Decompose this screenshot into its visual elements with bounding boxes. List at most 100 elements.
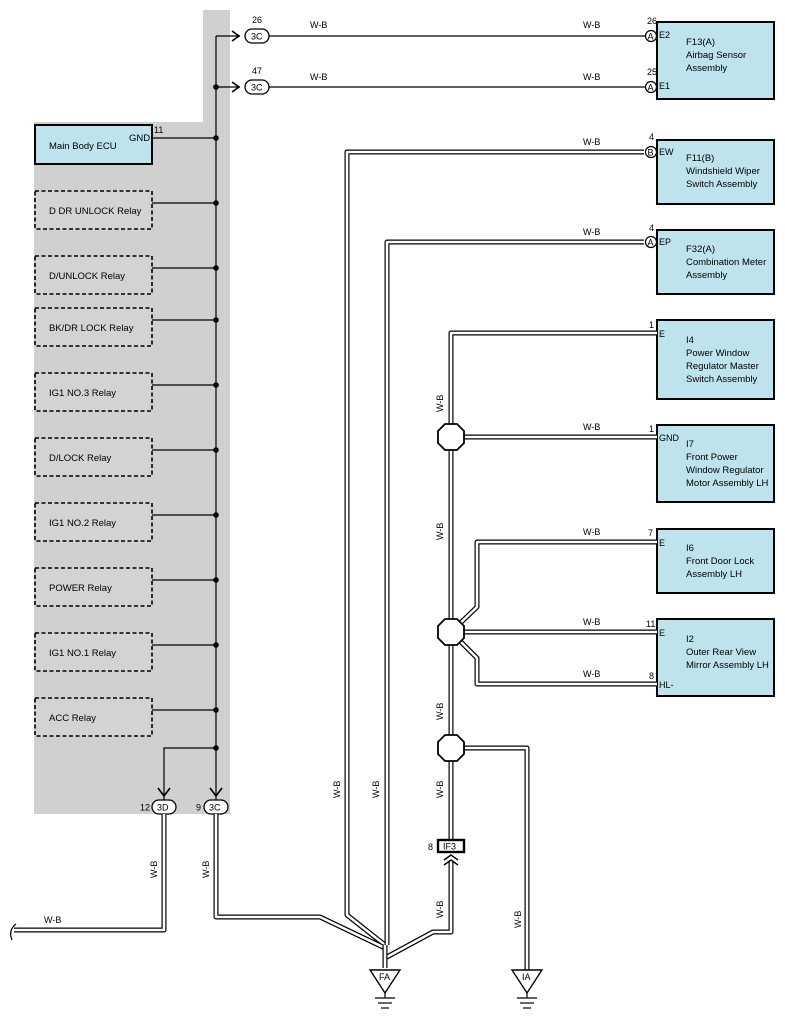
- component-i4: I4 Power Window Regulator Master Switch …: [656, 319, 775, 400]
- svg-text:Assembly: Assembly: [686, 63, 727, 74]
- svg-text:F13(A): F13(A): [686, 37, 715, 48]
- svg-text:W-B: W-B: [310, 72, 327, 82]
- splice-dots: [213, 84, 219, 751]
- svg-text:W-B: W-B: [435, 523, 445, 540]
- svg-text:W-B: W-B: [201, 861, 211, 878]
- svg-text:E: E: [659, 329, 665, 339]
- svg-text:Assembly LH: Assembly LH: [686, 569, 742, 580]
- svg-text:W-B: W-B: [371, 781, 381, 798]
- svg-text:I6: I6: [686, 543, 694, 554]
- svg-text:W-B: W-B: [583, 617, 600, 627]
- relay-label: BK/DR LOCK Relay: [49, 323, 134, 334]
- svg-text:Switch Assembly: Switch Assembly: [686, 179, 758, 190]
- svg-text:W-B: W-B: [435, 901, 445, 918]
- panel-wire-3d: [163, 747, 216, 800]
- svg-text:IF3: IF3: [443, 842, 456, 852]
- svg-text:W-B: W-B: [435, 395, 445, 412]
- svg-text:E2: E2: [659, 30, 670, 40]
- svg-text:3D: 3D: [157, 803, 169, 813]
- relay-box: ACC Relay: [34, 697, 153, 737]
- svg-text:Windshield Wiper: Windshield Wiper: [686, 166, 760, 177]
- svg-text:Assembly: Assembly: [686, 270, 727, 281]
- svg-text:W-B: W-B: [435, 781, 445, 798]
- svg-text:1: 1: [649, 320, 654, 330]
- svg-text:W-B: W-B: [583, 20, 600, 30]
- component-i2: I2 Outer Rear View Mirror Assembly LH: [656, 618, 775, 697]
- relay-box: D/LOCK Relay: [34, 437, 153, 477]
- component-i6: I6 Front Door Lock Assembly LH: [656, 528, 775, 594]
- wire-break-mark: [10, 923, 17, 941]
- svg-text:I2: I2: [686, 634, 694, 645]
- splice-octagon: [437, 618, 465, 646]
- connector-if3: IF3 8: [428, 838, 466, 866]
- main-body-ecu: Main Body ECU GND 11: [34, 124, 163, 165]
- svg-text:W-B: W-B: [583, 422, 600, 432]
- pin-connector-a: A: [644, 235, 658, 249]
- svg-text:A: A: [648, 31, 654, 41]
- connector-3c-47: 3C 47: [231, 66, 270, 95]
- svg-text:8: 8: [649, 671, 654, 681]
- svg-text:W-B: W-B: [44, 915, 61, 925]
- svg-text:4: 4: [649, 223, 654, 233]
- svg-text:I4: I4: [686, 335, 694, 346]
- component-f11b: F11(B) Windshield Wiper Switch Assembly: [656, 139, 775, 205]
- svg-text:W-B: W-B: [513, 911, 523, 928]
- pin-connector-a: A: [644, 80, 658, 94]
- svg-text:1: 1: [649, 424, 654, 434]
- svg-text:F11(B): F11(B): [686, 153, 714, 164]
- relay-label: IG1 NO.3 Relay: [49, 388, 116, 399]
- svg-text:E1: E1: [659, 81, 670, 91]
- svg-text:3C: 3C: [251, 83, 263, 93]
- svg-text:W-B: W-B: [583, 72, 600, 82]
- svg-text:W-B: W-B: [583, 527, 600, 537]
- relay-label: D/UNLOCK Relay: [49, 271, 125, 282]
- svg-text:I7: I7: [686, 439, 694, 450]
- svg-text:26: 26: [647, 16, 657, 26]
- svg-text:W-B: W-B: [310, 20, 327, 30]
- svg-text:GND: GND: [659, 433, 680, 443]
- svg-text:Front Door Lock: Front Door Lock: [686, 556, 754, 567]
- splice-octagon: [437, 423, 465, 451]
- svg-text:Power Window: Power Window: [686, 348, 749, 359]
- svg-text:Front Power: Front Power: [686, 452, 738, 463]
- svg-text:W-B: W-B: [149, 861, 159, 878]
- svg-text:Window Regulator: Window Regulator: [686, 465, 764, 476]
- splice-octagon: [437, 734, 465, 762]
- svg-text:47: 47: [252, 66, 262, 76]
- wire-color-labels: W-B W-B W-B W-B W-B W-B W-B W-B W-B W-B …: [44, 20, 600, 925]
- svg-text:W-B: W-B: [583, 669, 600, 679]
- svg-text:F32(A): F32(A): [686, 244, 715, 255]
- svg-text:HL-: HL-: [659, 680, 674, 690]
- svg-text:FA: FA: [379, 972, 390, 982]
- svg-text:Outer Rear View: Outer Rear View: [686, 647, 756, 658]
- relay-box: IG1 NO.3 Relay: [34, 372, 153, 412]
- relay-label: IG1 NO.1 Relay: [49, 648, 116, 659]
- svg-text:W-B: W-B: [435, 703, 445, 720]
- svg-text:A: A: [648, 82, 654, 92]
- svg-text:12: 12: [140, 803, 150, 813]
- relay-label: D DR UNLOCK Relay: [49, 206, 142, 217]
- svg-text:W-B: W-B: [332, 781, 342, 798]
- relay-box: IG1 NO.2 Relay: [34, 502, 153, 542]
- svg-text:Airbag Sensor: Airbag Sensor: [686, 50, 746, 61]
- relay-box: POWER Relay: [34, 567, 153, 607]
- main-ecu-pin-no: 11: [154, 125, 163, 135]
- relay-box: BK/DR LOCK Relay: [34, 307, 153, 347]
- svg-text:11: 11: [646, 619, 655, 629]
- relay-label: IG1 NO.2 Relay: [49, 518, 116, 529]
- svg-text:8: 8: [428, 842, 433, 852]
- svg-text:Combination Meter: Combination Meter: [686, 257, 766, 268]
- component-f32a: F32(A) Combination Meter Assembly: [656, 229, 775, 295]
- ground-fa: FA: [368, 969, 402, 1009]
- relay-label: POWER Relay: [49, 583, 112, 594]
- relay-box: IG1 NO.1 Relay: [34, 632, 153, 672]
- svg-text:Switch Assembly: Switch Assembly: [686, 374, 758, 385]
- svg-text:Mirror Assembly LH: Mirror Assembly LH: [686, 660, 769, 671]
- relay-box: D DR UNLOCK Relay: [34, 190, 153, 230]
- pin-connector-b: B: [644, 145, 658, 159]
- relay-stub-wires: [152, 202, 216, 711]
- svg-text:25: 25: [647, 67, 657, 77]
- svg-text:3C: 3C: [209, 803, 221, 813]
- pin-connector-a: A: [644, 29, 658, 43]
